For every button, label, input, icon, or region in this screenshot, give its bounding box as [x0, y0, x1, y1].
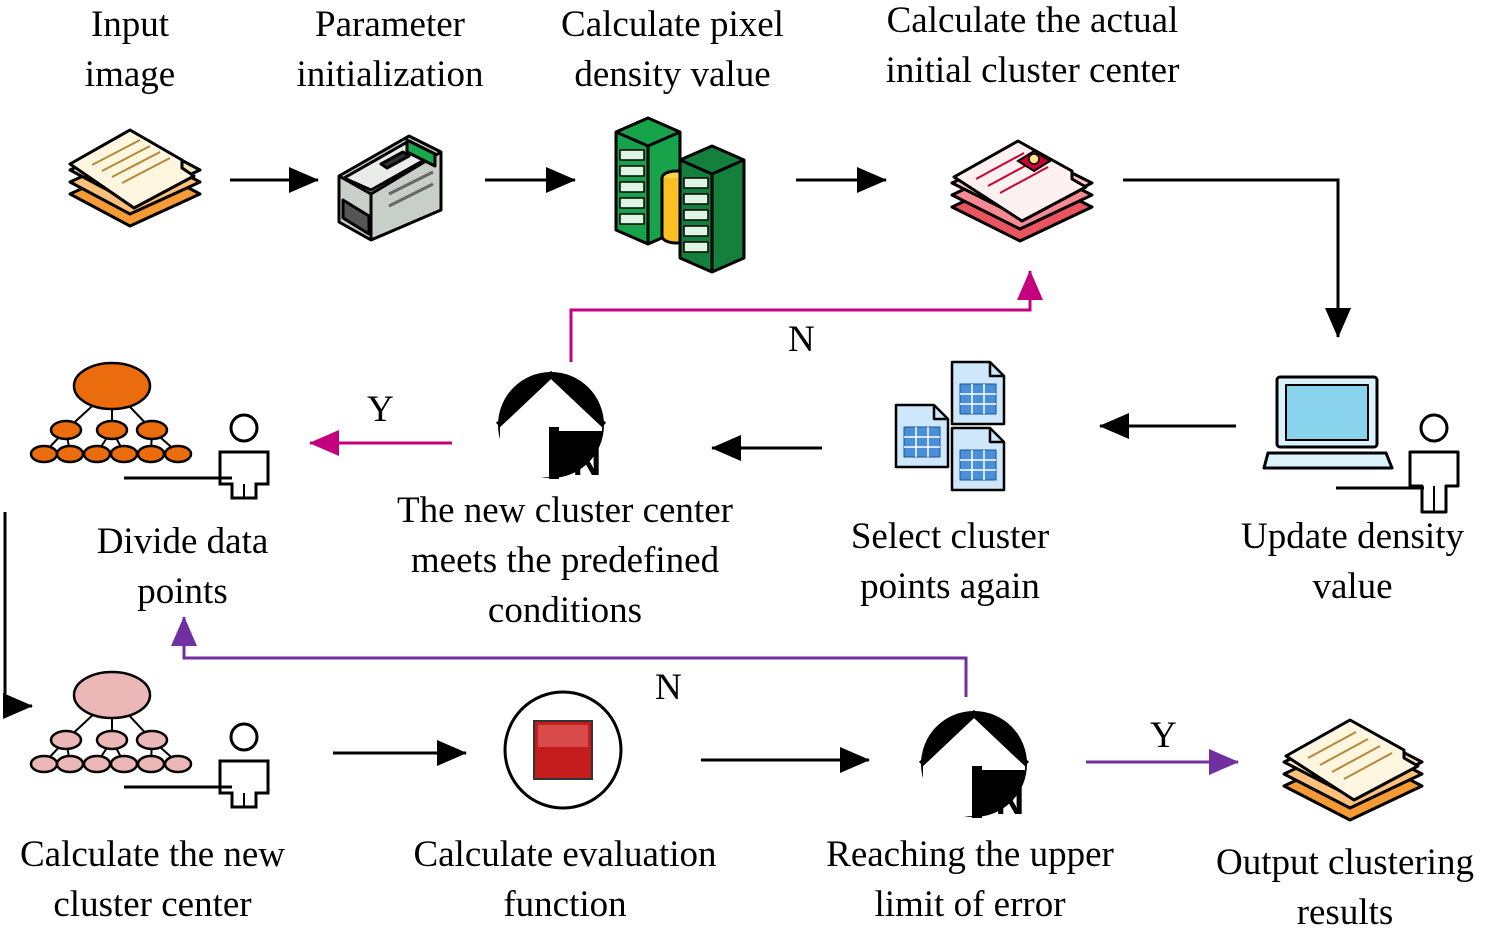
server-database-icon	[614, 116, 746, 274]
document-stack-icon	[68, 128, 202, 228]
user-laptop-icon	[1262, 375, 1460, 514]
pink-hierarchy-user-icon	[29, 670, 270, 809]
node-label-calculate-actual-center: Calculate the actual initial cluster cen…	[885, 0, 1180, 91]
decision-icon: N	[918, 709, 1030, 823]
arrow-limit-no-to-divide	[171, 616, 968, 697]
node-label-divide-data-points: Divide data points	[96, 521, 269, 612]
arrow-center-to-update	[1123, 178, 1351, 338]
arrow-decision-no-to-center	[569, 270, 1043, 362]
node-label-new-center-meets: The new cluster center meets the predefi…	[397, 490, 733, 631]
edge-label-n-top: N	[788, 319, 815, 360]
red-document-stack-icon	[950, 139, 1094, 243]
edge-label-y-top: Y	[367, 389, 394, 430]
node-label-select-cluster-points: Select cluster points again	[850, 516, 1050, 607]
stop-button-icon	[503, 690, 623, 810]
printer-icon	[337, 134, 443, 242]
node-label-calculate-new-center: Calculate the new cluster center	[19, 834, 286, 925]
node-label-update-density: Update density value	[1241, 516, 1464, 607]
svg-text:N: N	[573, 440, 602, 484]
arrows	[3, 167, 1351, 775]
node-label-output-clustering: Output clustering results	[1216, 842, 1474, 933]
node-label-parameter-initialization: Parameter initialization	[296, 4, 484, 95]
svg-text:N: N	[996, 779, 1025, 823]
edge-label-y-bottom: Y	[1150, 715, 1177, 756]
edge-label-n-bottom: N	[655, 667, 682, 708]
decision-icon: N	[495, 370, 607, 484]
arrow-divide-to-newcenter	[3, 512, 33, 719]
node-label-calculate-evaluation: Calculate evaluation function	[413, 834, 717, 925]
node-label-input-image: Input image	[84, 4, 176, 95]
orange-hierarchy-user-icon	[29, 361, 270, 500]
document-stack-icon	[1282, 718, 1424, 822]
spreadsheet-files-icon	[894, 360, 1006, 492]
node-label-reaching-upper-limit: Reaching the upper limit of error	[826, 834, 1114, 925]
node-label-calculate-pixel-density: Calculate pixel density value	[561, 4, 784, 95]
